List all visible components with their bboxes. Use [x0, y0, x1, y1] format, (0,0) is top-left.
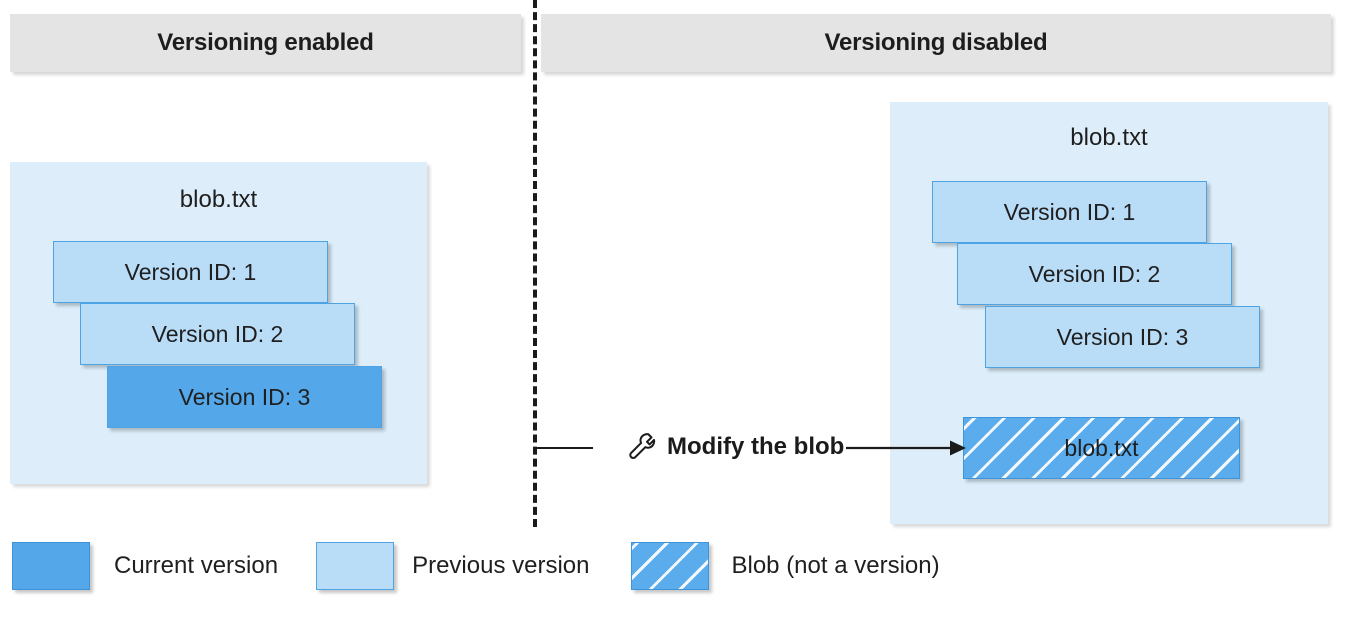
- flow-connector-line-left: [537, 447, 593, 449]
- version-card-left-2: Version ID: 2: [80, 303, 355, 365]
- panel-title-blob-name: blob.txt: [1070, 124, 1148, 151]
- modify-blob-label: Modify the blob: [667, 433, 845, 460]
- version-card-left-3-current: Version ID: 3: [107, 366, 382, 428]
- flow-arrow-right: [846, 440, 966, 456]
- legend-swatch-blob-not-a-version: [631, 542, 710, 590]
- hatched-blob-box: blob.txt: [963, 417, 1240, 479]
- modify-blob-label-group: Modify the blob: [625, 425, 844, 469]
- version-card-right-1: Version ID: 1: [932, 181, 1207, 243]
- version-card-right-2: Version ID: 2: [957, 243, 1232, 305]
- panel-title-blob-name: blob.txt: [179, 186, 258, 213]
- legend-swatch-previous-version: [316, 542, 395, 590]
- version-card-right-3: Version ID: 3: [985, 306, 1260, 368]
- legend-swatch-current-version: [12, 542, 90, 590]
- legend: Current version Previous version Blob (n…: [12, 540, 940, 592]
- column-header-versioning-enabled: Versioning enabled: [10, 14, 521, 72]
- legend-item-current-version: Current version: [12, 540, 278, 592]
- legend-item-blob-not-a-version: Blob (not a version): [631, 540, 940, 592]
- version-card-left-1: Version ID: 1: [53, 241, 328, 303]
- legend-item-previous-version: Previous version: [316, 540, 589, 592]
- legend-label-current-version: Current version: [114, 552, 279, 579]
- modify-blob-flow: Modify the blob: [533, 425, 968, 469]
- column-header-versioning-disabled: Versioning disabled: [541, 14, 1331, 72]
- legend-label-blob-not-a-version: Blob (not a version): [731, 552, 940, 579]
- wrench-icon: [629, 433, 656, 459]
- vertical-dashed-divider: [533, 0, 537, 527]
- legend-label-previous-version: Previous version: [412, 552, 590, 579]
